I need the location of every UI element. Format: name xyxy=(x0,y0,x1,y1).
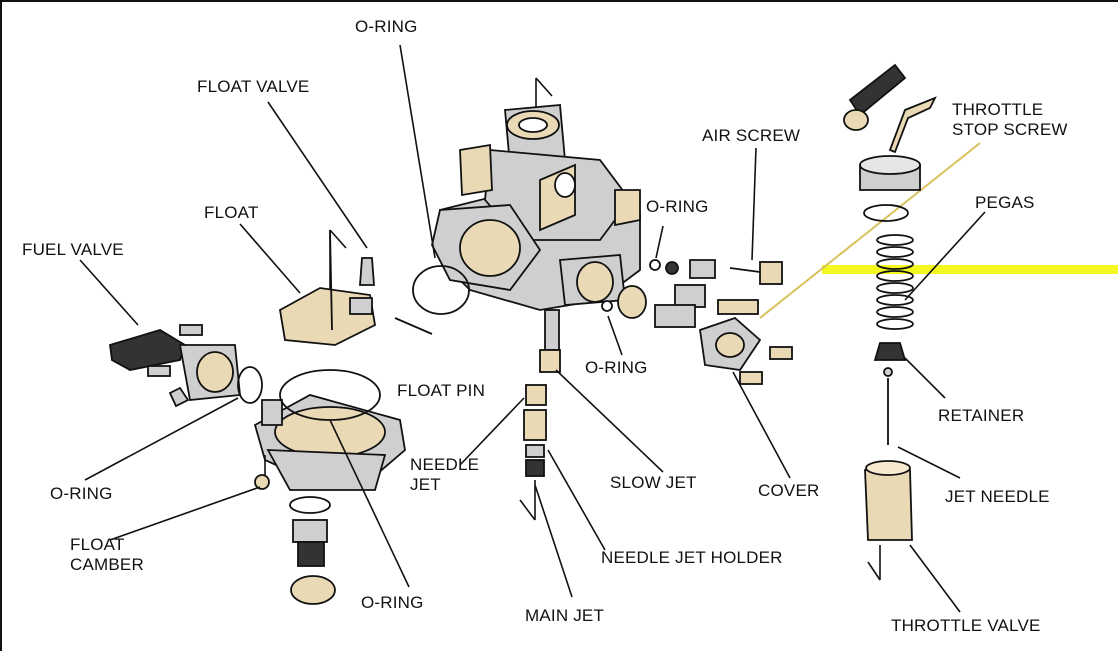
cable-adjuster-part xyxy=(843,63,937,154)
label-float-chamber-line1: FLOAT xyxy=(70,535,125,554)
label-throttle-stop-line1: THROTTLE xyxy=(952,100,1044,119)
drain-plug-part xyxy=(290,519,336,605)
label-air-screw: AIR SCREW xyxy=(702,126,801,145)
float-chamber-body xyxy=(253,394,406,491)
label-throttle-stop-line2: STOP SCREW xyxy=(952,120,1068,139)
carburetor-body xyxy=(431,77,641,311)
label-float-chamber-line2: CAMBER xyxy=(70,555,144,574)
label-slow-jet: SLOW JET xyxy=(610,473,697,492)
jet-needle-part xyxy=(883,367,893,445)
label-float: FLOAT xyxy=(204,203,259,222)
throttle-valve-part xyxy=(864,460,913,581)
leader-lines xyxy=(79,44,986,613)
label-cover: COVER xyxy=(758,481,820,500)
label-needle-jet: NEEDLE JET xyxy=(410,455,479,495)
highlight-band xyxy=(822,265,1118,274)
top-o-ring-part xyxy=(412,265,470,315)
label-throttle-stop-screw: THROTTLE STOP SCREW xyxy=(952,100,1068,140)
label-float-valve: FLOAT VALVE xyxy=(197,77,310,96)
label-retainer: RETAINER xyxy=(938,406,1025,425)
air-screw-group xyxy=(601,259,783,328)
highlight-leader xyxy=(759,142,981,319)
label-o-ring-top: O-RING xyxy=(355,17,418,36)
throttle-spring-part xyxy=(876,234,914,330)
float-valve-part xyxy=(359,257,375,286)
fuel-valve-part xyxy=(109,324,241,408)
label-pegas: PEGAS xyxy=(975,193,1035,212)
label-o-ring-right: O-RING xyxy=(646,197,709,216)
cap-gasket-part xyxy=(863,204,909,222)
label-throttle-valve: THROTTLE VALVE xyxy=(891,616,1041,635)
float-part xyxy=(279,229,376,346)
label-o-ring-left: O-RING xyxy=(50,484,113,503)
lower-o-ring-part xyxy=(289,496,331,514)
label-jet-needle: JET NEEDLE xyxy=(945,487,1050,506)
jets-stack xyxy=(519,309,561,521)
label-needle-jet-line2: JET xyxy=(410,475,441,494)
float-pin-part xyxy=(394,317,433,335)
label-float-chamber: FLOAT CAMBER xyxy=(70,535,144,575)
retainer-part xyxy=(873,342,907,361)
float-chamber-screw xyxy=(254,474,270,490)
label-needle-jet-line1: NEEDLE xyxy=(410,455,480,474)
label-float-pin: FLOAT PIN xyxy=(397,381,486,400)
fuel-valve-o-ring-part xyxy=(237,366,263,404)
label-fuel-valve: FUEL VALVE xyxy=(22,240,124,259)
cover-part xyxy=(699,316,793,385)
throttle-cap-part xyxy=(859,155,921,191)
label-needle-jet-holder: NEEDLE JET HOLDER xyxy=(601,548,783,567)
label-o-ring-mid: O-RING xyxy=(585,358,648,377)
label-o-ring-bottom: O-RING xyxy=(361,593,424,612)
label-main-jet: MAIN JET xyxy=(525,606,605,625)
